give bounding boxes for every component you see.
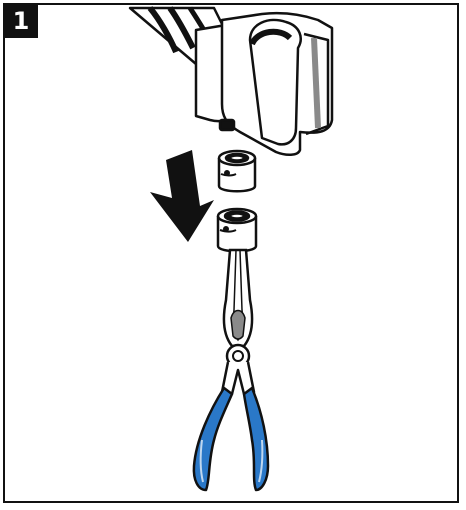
down-arrow-icon — [150, 150, 214, 242]
aerator-top-icon — [217, 149, 257, 193]
pliers-icon — [192, 248, 270, 492]
faucet-icon — [128, 6, 334, 156]
aerator-bottom-icon — [216, 207, 258, 253]
step-number-badge: 1 — [4, 4, 38, 38]
